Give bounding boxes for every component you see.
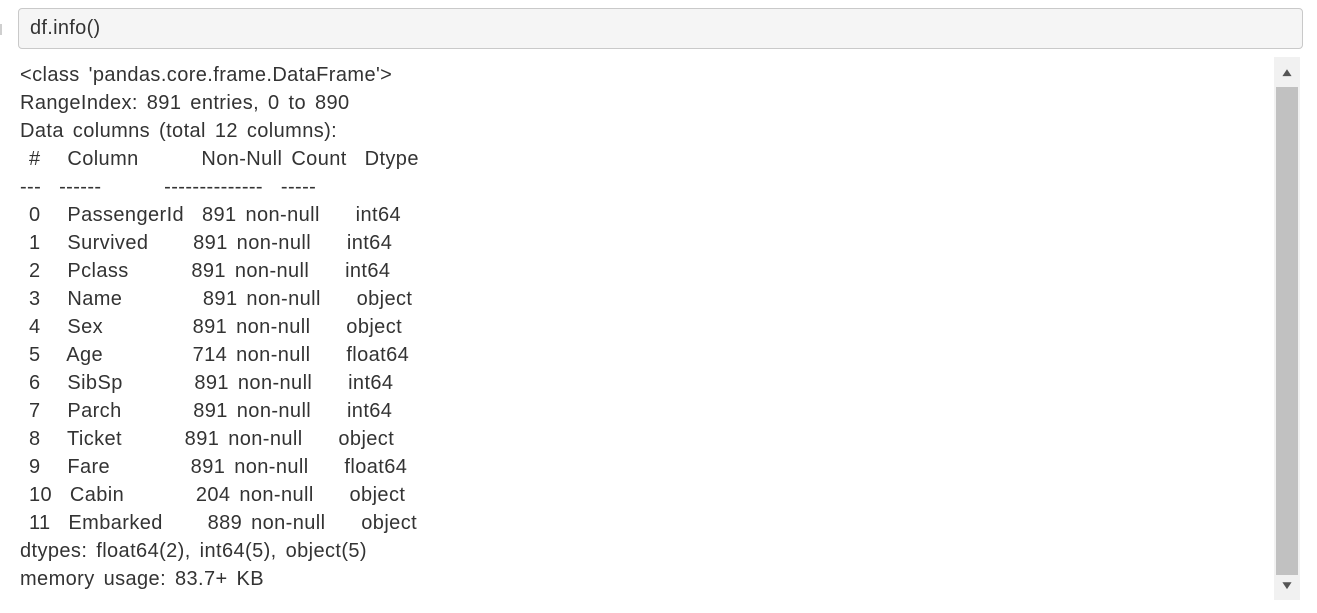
left-edge-artifact [0, 24, 2, 35]
scroll-up-icon: ▲ [1282, 66, 1292, 78]
output-scrollbar[interactable]: ▲ ▼ [1274, 57, 1300, 600]
dataframe-info-output: <class 'pandas.core.frame.DataFrame'> Ra… [20, 64, 419, 590]
scroll-down-icon: ▼ [1282, 579, 1292, 591]
code-input[interactable]: df.info() [18, 8, 1303, 49]
output-area: <class 'pandas.core.frame.DataFrame'> Ra… [0, 55, 1274, 600]
scroll-down-button[interactable]: ▼ [1274, 570, 1300, 600]
scrollbar-thumb[interactable] [1276, 87, 1298, 575]
scroll-up-button[interactable]: ▲ [1274, 57, 1300, 87]
